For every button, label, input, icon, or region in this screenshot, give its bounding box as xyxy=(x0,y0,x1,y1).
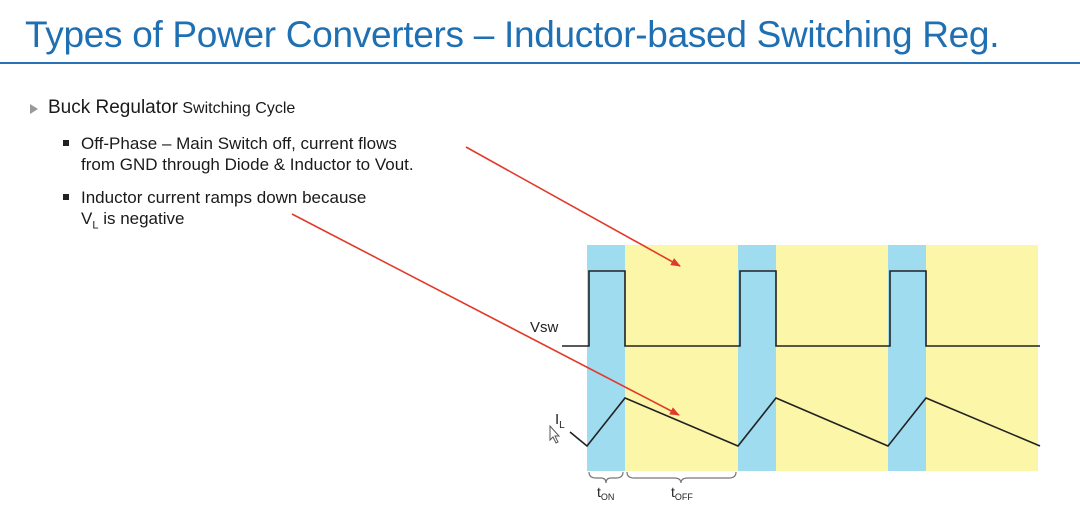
inductor-ramp-line-2: VL is negative xyxy=(81,209,185,232)
slide-title: Types of Power Converters – Inductor-bas… xyxy=(25,14,1000,55)
toff-label: tOFF xyxy=(671,484,693,502)
main-bullet: Buck Regulator Switching Cycle xyxy=(28,96,588,121)
off-phase-line-1: Off-Phase – Main Switch off, current flo… xyxy=(81,134,397,153)
inductor-ramp-line-1: Inductor current ramps down because xyxy=(81,188,367,207)
square-bullet-icon xyxy=(63,140,69,146)
sub-bullet-inductor-ramp: Inductor current ramps down because VL i… xyxy=(61,187,588,236)
off-phase-line-2: from GND through Diode & Inductor to Vou… xyxy=(81,155,414,174)
cursor-icon xyxy=(549,424,561,444)
ramp-down-arrow xyxy=(291,213,680,416)
main-bullet-lead: Buck Regulator xyxy=(48,97,178,118)
sub-bullet-off-phase: Off-Phase – Main Switch off, current flo… xyxy=(61,133,588,175)
vsw-waveform xyxy=(562,270,1040,347)
title-underline xyxy=(0,62,1080,64)
on-phase-band-1 xyxy=(587,245,625,471)
off-phase-band-3 xyxy=(926,245,1038,471)
on-phase-band-2 xyxy=(738,245,776,471)
main-bullet-sub: Switching Cycle xyxy=(177,100,296,117)
off-phase-band-1 xyxy=(625,245,738,471)
off-phase-band-2 xyxy=(776,245,888,471)
triangle-bullet-icon xyxy=(30,104,38,114)
vsw-label: Vsw xyxy=(530,319,559,336)
bullet-list: Buck Regulator Switching Cycle Off-Phase… xyxy=(28,96,588,236)
on-phase-band-3 xyxy=(888,245,926,471)
inductor-current-waveform xyxy=(569,397,1041,448)
square-bullet-icon xyxy=(63,194,69,200)
il-label: IL xyxy=(555,411,565,431)
toff-brace xyxy=(626,471,737,484)
ton-brace xyxy=(588,471,624,484)
ton-label: tON xyxy=(597,484,614,502)
off-phase-arrow xyxy=(465,146,681,267)
